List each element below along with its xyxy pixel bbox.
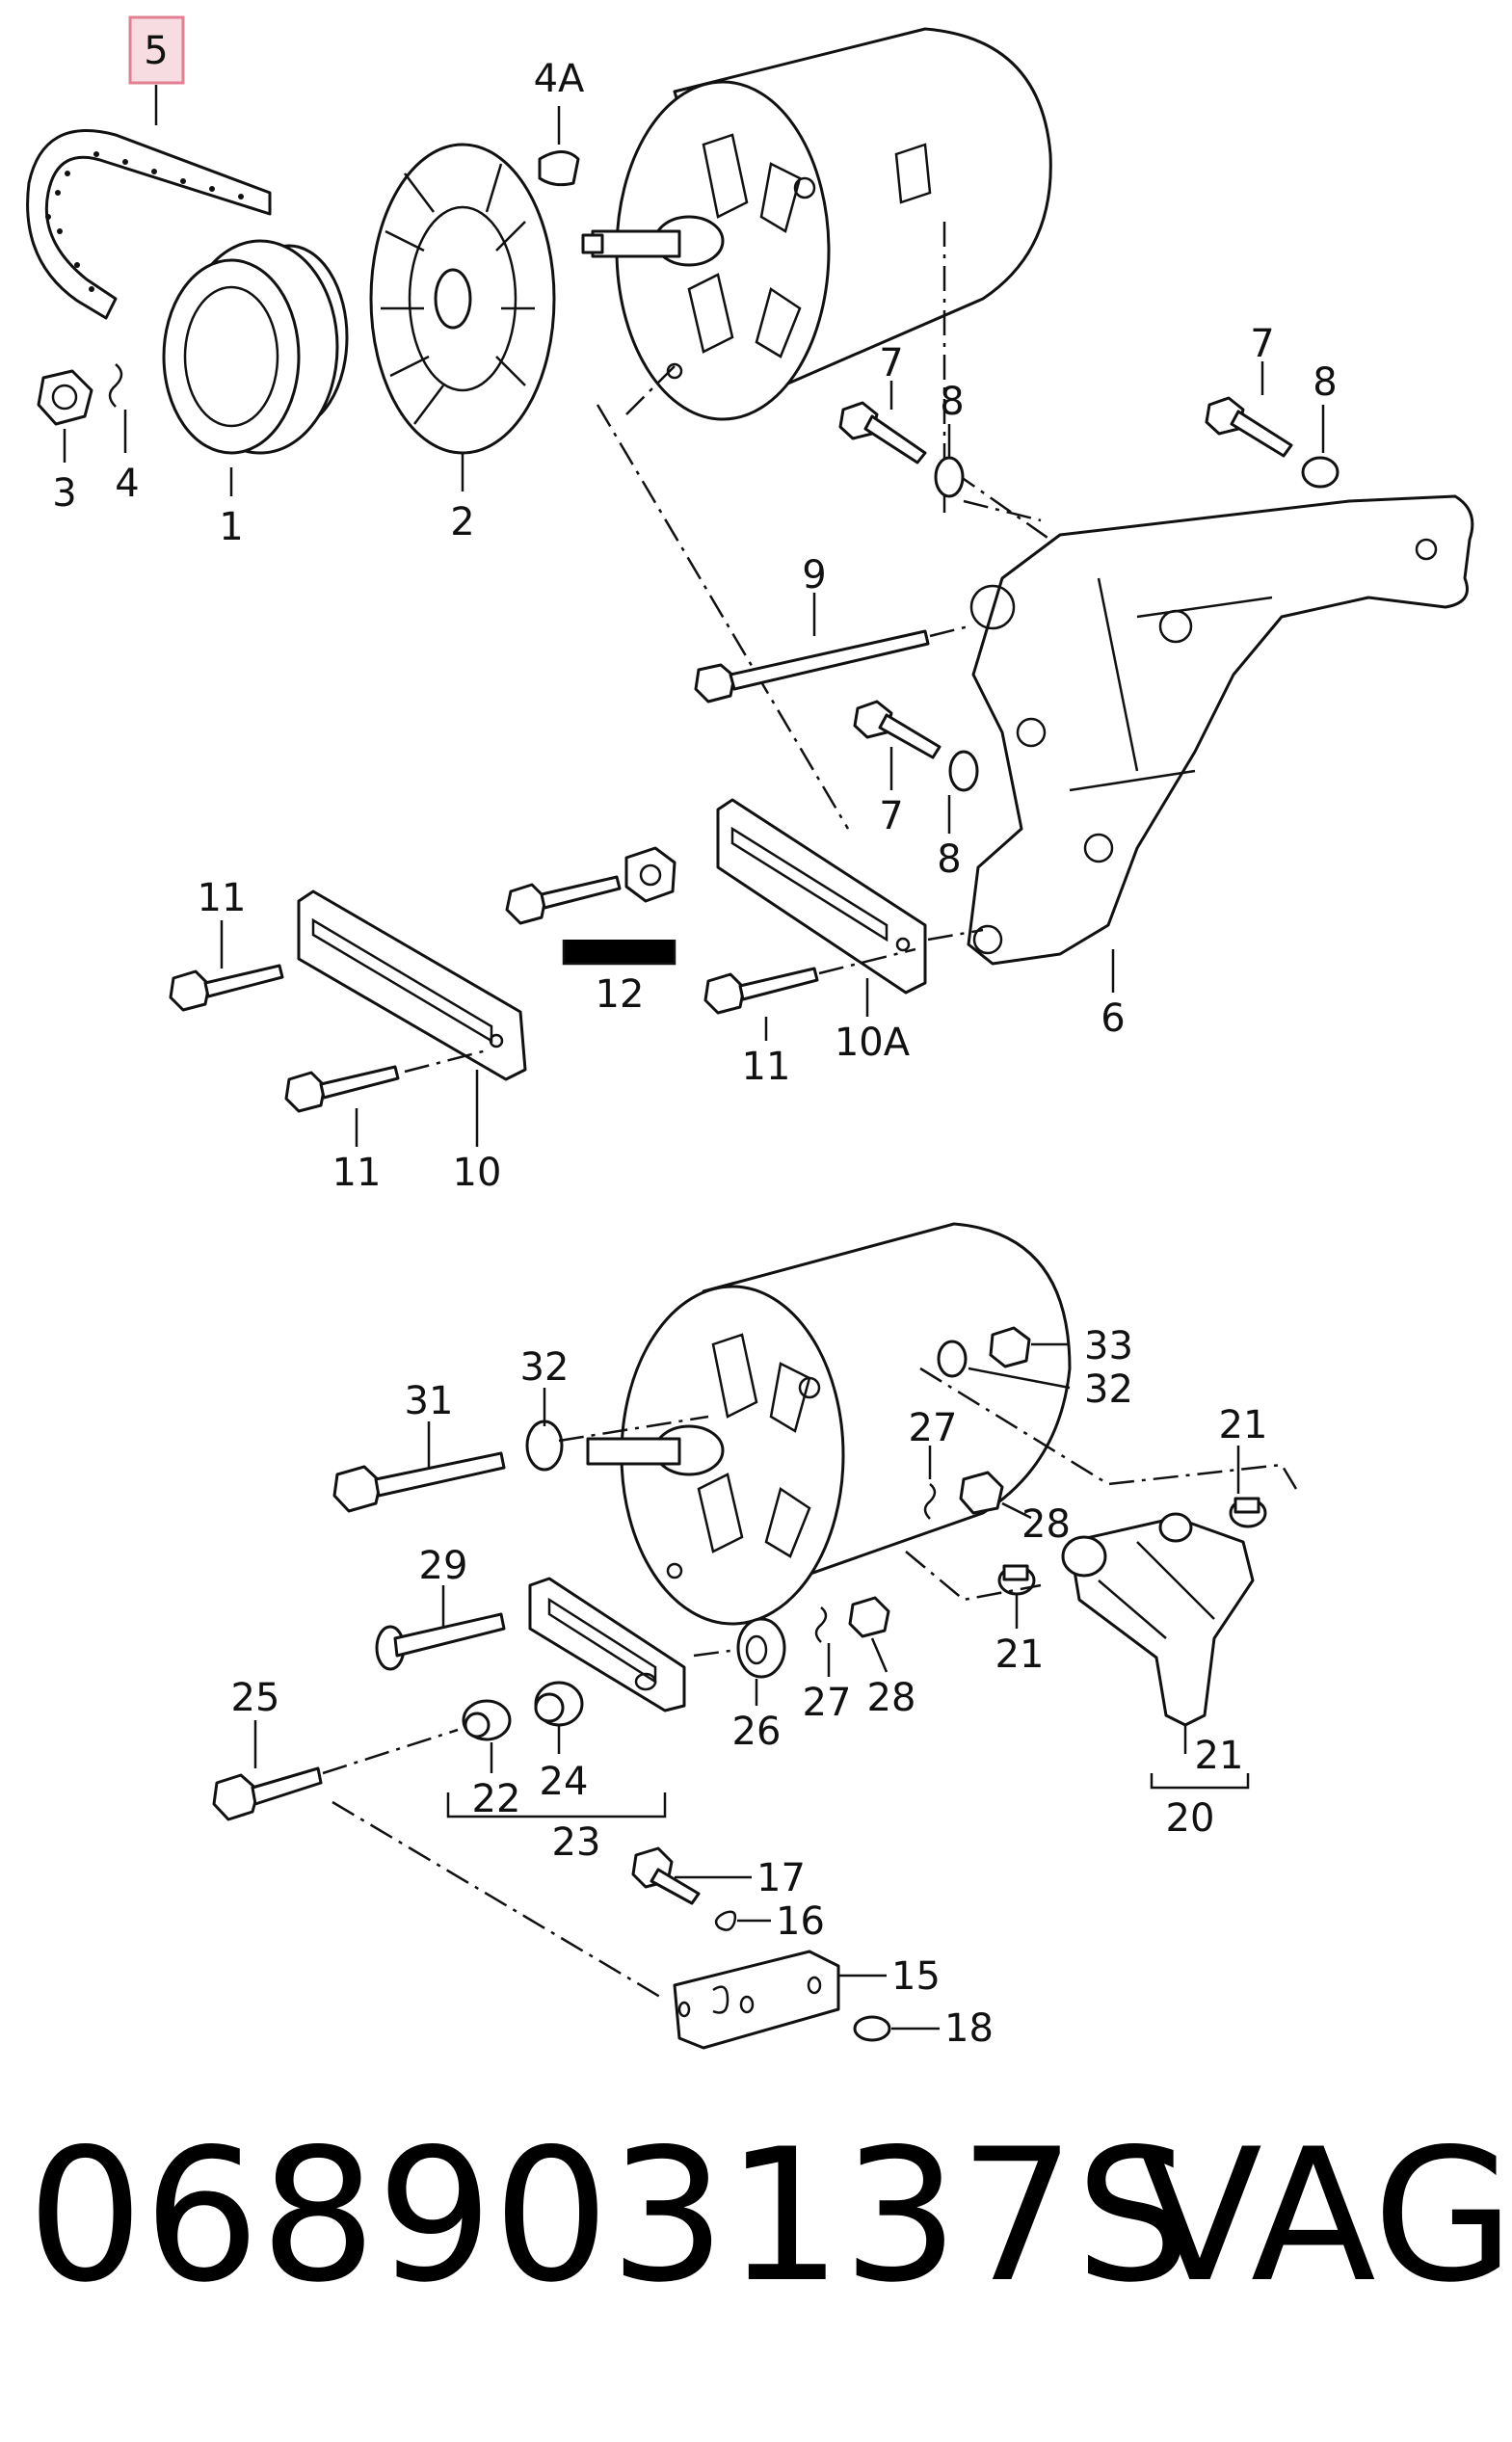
- bolt-7-b: [1205, 396, 1293, 458]
- callout-23[interactable]: 23: [552, 1820, 601, 1865]
- callout-21-a[interactable]: 21: [1219, 1403, 1268, 1447]
- callout-29[interactable]: 29: [419, 1544, 468, 1588]
- callout-33[interactable]: 33: [1084, 1324, 1133, 1368]
- callout-27-b[interactable]: 27: [803, 1681, 852, 1725]
- callout-16[interactable]: 16: [776, 1899, 825, 1944]
- pulley: [162, 239, 349, 455]
- callout-11-b[interactable]: 11: [332, 1151, 382, 1195]
- fan-wheel: [369, 143, 556, 455]
- callout-8-b[interactable]: 8: [1313, 360, 1337, 405]
- tensioning-bar-10a: [716, 798, 927, 995]
- callout-3[interactable]: 3: [52, 471, 76, 516]
- callout-20[interactable]: 20: [1166, 1796, 1215, 1841]
- bolt-11-a: [169, 964, 284, 1012]
- callout-5: 5: [144, 29, 168, 73]
- washer-8-a: [934, 456, 965, 498]
- callout-7-b[interactable]: 7: [1250, 322, 1274, 366]
- washer-18: [853, 2015, 891, 2042]
- long-bolt: [694, 629, 930, 703]
- bolt-21-b: [997, 1564, 1036, 1596]
- callout-7-c[interactable]: 7: [879, 794, 903, 838]
- adjusting-nut: [624, 846, 676, 903]
- brand-name: VAG: [1137, 2110, 1512, 2323]
- callout-25[interactable]: 25: [231, 1676, 280, 1720]
- nut-28-a: [959, 1471, 1004, 1515]
- spacer-24: [534, 1681, 584, 1727]
- callout-9[interactable]: 9: [802, 553, 826, 597]
- bolt-17: [631, 1846, 701, 1905]
- bolt-25: [212, 1766, 323, 1821]
- spring-washer-16: [714, 1910, 737, 1931]
- bolt-7-a: [838, 401, 927, 465]
- washer-8-c: [948, 750, 979, 792]
- callout-5-highlight[interactable]: 5: [128, 15, 185, 85]
- bracket-20: [1061, 1512, 1255, 1727]
- callout-28-b[interactable]: 28: [867, 1676, 916, 1720]
- bolt-31: [332, 1451, 506, 1513]
- callout-11-c[interactable]: 11: [742, 1045, 791, 1089]
- bracket-15: [673, 1950, 840, 2050]
- callout-10a[interactable]: 10A: [835, 1021, 911, 1065]
- callout-28-a[interactable]: 28: [1021, 1502, 1071, 1547]
- callout-11-a[interactable]: 11: [198, 876, 247, 920]
- link-plate: [528, 1577, 686, 1712]
- washer-32-a: [937, 1340, 968, 1378]
- bolt-11-b: [284, 1065, 400, 1113]
- callout-21-b[interactable]: 21: [995, 1632, 1045, 1677]
- callout-26[interactable]: 26: [732, 1710, 782, 1754]
- callout-18[interactable]: 18: [944, 2006, 994, 2051]
- spring-washer: [108, 363, 123, 408]
- bolt-21-a: [1229, 1497, 1267, 1528]
- callout-10[interactable]: 10: [453, 1151, 502, 1195]
- woodruff-key: [538, 150, 580, 187]
- spring-washer-27-a: [923, 1483, 937, 1520]
- adjusting-bolt: [505, 875, 622, 925]
- spring-washer-27-b: [814, 1606, 828, 1643]
- callout-27-a[interactable]: 27: [909, 1406, 958, 1450]
- bolt-29: [375, 1612, 506, 1671]
- part-number: 068903137S: [27, 2110, 1192, 2323]
- callout-12[interactable]: 12: [596, 972, 645, 1017]
- callout-2[interactable]: 2: [450, 500, 474, 544]
- tensioning-bar-10: [297, 889, 527, 1081]
- nut: [37, 369, 93, 426]
- callout-8-c[interactable]: 8: [937, 837, 961, 882]
- mounting-bracket: [967, 494, 1474, 966]
- callout-4a[interactable]: 4A: [534, 57, 585, 101]
- callout-8-a[interactable]: 8: [940, 380, 964, 424]
- washer-32-b: [525, 1420, 564, 1472]
- callout-17[interactable]: 17: [756, 1856, 806, 1900]
- callout-4[interactable]: 4: [115, 462, 139, 506]
- nut-28-b: [848, 1596, 890, 1638]
- callout-labels: 1 2 3 4 4A 6 7 7 7 8 8 8 9 10 10A 11 11 …: [52, 57, 1337, 2051]
- callout-22[interactable]: 22: [472, 1777, 521, 1821]
- callout-24[interactable]: 24: [540, 1760, 589, 1804]
- nut-33: [989, 1326, 1031, 1368]
- washer-8-b: [1301, 456, 1340, 489]
- callout-6[interactable]: 6: [1101, 996, 1125, 1041]
- callout-32-a[interactable]: 32: [520, 1345, 570, 1390]
- callout-1[interactable]: 1: [219, 505, 243, 549]
- callout-21-c[interactable]: 21: [1195, 1734, 1244, 1778]
- callout-7-a[interactable]: 7: [879, 341, 903, 385]
- bolt-11-c: [703, 967, 819, 1015]
- bolt-7-c: [853, 700, 942, 759]
- callout-32-b[interactable]: 32: [1084, 1367, 1133, 1412]
- spacer-22: [462, 1699, 512, 1741]
- exploded-parts-diagram: 5: [26, 15, 1474, 2051]
- bushing-26: [736, 1617, 786, 1679]
- v-belt: [26, 129, 272, 320]
- alternator-top: [581, 27, 1052, 421]
- callout-15[interactable]: 15: [891, 1954, 941, 1999]
- callout-31[interactable]: 31: [405, 1379, 454, 1423]
